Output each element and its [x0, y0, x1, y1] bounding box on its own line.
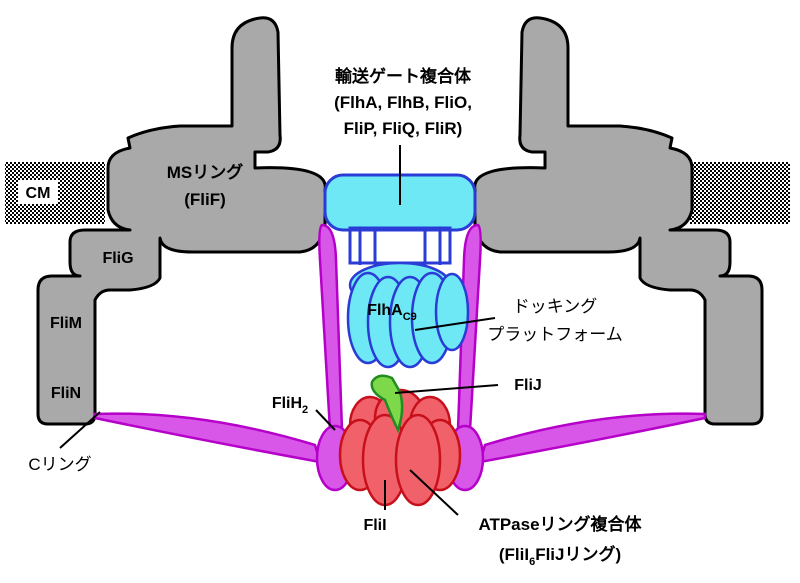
flha-c9-label: FlhAC9	[367, 302, 417, 323]
flin-label: FliN	[51, 385, 81, 402]
ms-ring-label: MSリング	[167, 162, 244, 182]
atpase-line1: ATPaseリング複合体	[478, 514, 642, 534]
flij-shape	[370, 374, 404, 434]
right-ring-structure	[473, 16, 764, 426]
atpase-line2: (FliI6FliJリング)	[499, 544, 621, 568]
c-ring-label: Cリング	[28, 455, 91, 474]
cm-label-bg	[18, 180, 58, 204]
flih-label: FliH2	[272, 395, 308, 416]
leader-lines	[59, 145, 499, 516]
flim-label: FliM	[50, 315, 82, 332]
flig-label: FliG	[102, 250, 133, 267]
export-gate-line1: (FlhA, FlhB, FliO,	[334, 93, 472, 112]
membrane-right	[690, 162, 790, 224]
docking-line1: ドッキング	[513, 297, 598, 316]
flha-c9-platform	[346, 261, 470, 369]
flii-label: FliI	[363, 517, 386, 534]
export-gate-title: 輸送ゲート複合体	[335, 66, 472, 86]
export-gate-line2: FliP, FliQ, FliR)	[344, 119, 463, 138]
ms-ring-sub-label: (FliF)	[184, 190, 226, 209]
left-ring-structure	[36, 16, 327, 426]
docking-line2: プラットフォーム	[487, 325, 623, 344]
flij-label: FliJ	[514, 377, 542, 394]
cm-label: CM	[26, 185, 51, 202]
